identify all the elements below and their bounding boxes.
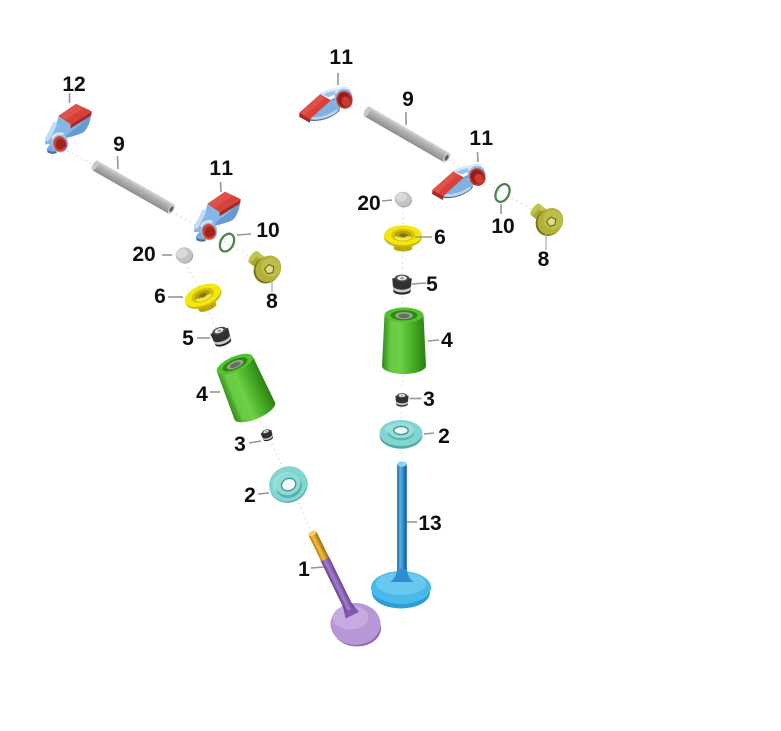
- svg-text:11: 11: [329, 46, 354, 69]
- svg-text:6: 6: [154, 285, 166, 308]
- svg-text:12: 12: [62, 73, 85, 96]
- svg-text:13: 13: [418, 512, 441, 535]
- svg-text:3: 3: [234, 433, 246, 456]
- svg-text:1: 1: [298, 558, 310, 581]
- svg-text:2: 2: [244, 484, 256, 507]
- svg-text:5: 5: [182, 327, 194, 350]
- svg-text:5: 5: [426, 273, 438, 296]
- svg-text:20: 20: [357, 192, 380, 215]
- svg-text:4: 4: [441, 329, 453, 352]
- svg-text:4: 4: [196, 383, 208, 406]
- svg-text:2: 2: [438, 425, 450, 448]
- svg-text:8: 8: [266, 290, 278, 313]
- svg-text:11: 11: [469, 127, 494, 150]
- svg-text:20: 20: [132, 243, 155, 266]
- svg-text:8: 8: [538, 248, 550, 271]
- svg-text:10: 10: [256, 219, 279, 242]
- svg-text:6: 6: [434, 226, 446, 249]
- svg-text:11: 11: [209, 157, 234, 180]
- svg-text:9: 9: [113, 133, 125, 156]
- svg-text:9: 9: [402, 88, 414, 111]
- svg-text:3: 3: [423, 388, 435, 411]
- svg-text:10: 10: [491, 215, 514, 238]
